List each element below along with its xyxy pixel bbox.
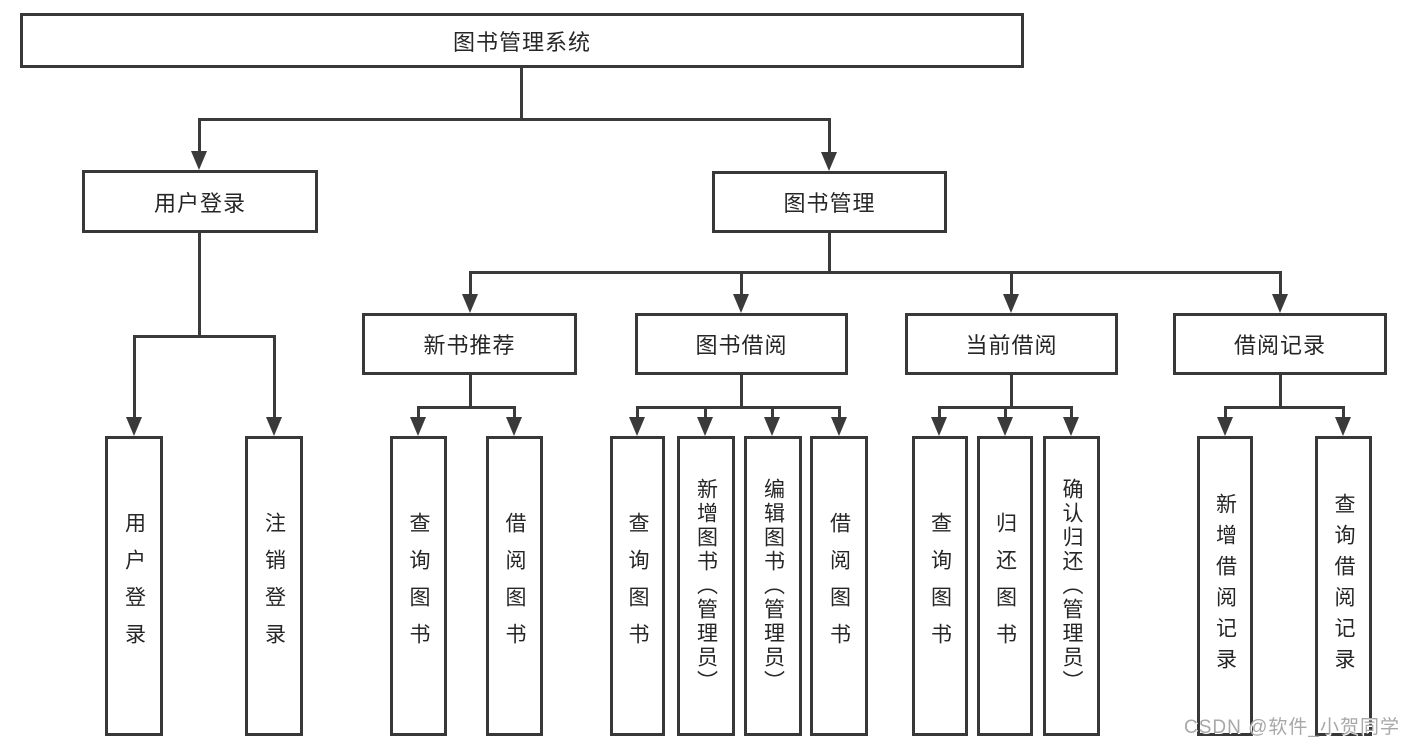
node-label: 用户登录 [122,512,146,660]
arrow-down-icon [821,152,837,171]
node-label: 用户登录 [153,190,246,216]
connector-line [513,406,516,418]
node-label: 借阅记录 [1233,333,1326,358]
arrow-down-icon [410,417,426,436]
connector-line [838,406,841,418]
connector-line [636,406,639,418]
connector-line [1342,406,1345,418]
node-label: 借阅图书 [503,512,526,660]
node-current-borrowing: 当前借阅 [905,313,1118,375]
connector-line [1279,271,1282,295]
arrow-down-icon [506,417,522,436]
node-label: 新增借阅记录 [1213,493,1237,679]
connector-line [1010,375,1013,409]
connector-line [198,118,831,121]
arrow-down-icon [997,417,1013,436]
leaf-add-books-admin: 新增图书（管理员） [677,436,735,736]
node-label: 查询图书 [928,512,952,660]
connector-line [1070,406,1073,418]
node-label: 图书管理系统 [452,29,591,55]
connector-line [417,406,420,418]
node-label: 查询图书 [407,512,430,660]
node-label: 归还图书 [993,512,1017,660]
connector-line [520,68,523,118]
node-label: 新书推荐 [423,333,516,358]
arrow-down-icon [1335,417,1351,436]
arrow-down-icon [1217,417,1233,436]
connector-line [1224,406,1227,418]
connector-line [636,406,841,409]
connector-line [828,233,831,274]
node-label: 编辑图书（管理员） [761,478,785,694]
connector-line [469,375,472,409]
connector-line [133,335,136,418]
arrow-down-icon [266,417,282,436]
node-new-book-recommend: 新书推荐 [362,313,577,375]
csdn-watermark: CSDN @软件_小贺同学 [1184,717,1400,738]
connector-line [771,406,774,418]
node-label: 新增图书（管理员） [694,478,718,694]
arrow-down-icon [191,151,207,170]
leaf-borrow-books: 借阅图书 [810,436,868,736]
connector-line [469,271,472,295]
node-label: 注销登录 [262,512,286,660]
connector-line [469,271,1282,274]
connector-line [828,118,831,152]
arrow-down-icon [1272,294,1288,313]
node-label: 图书管理 [783,191,876,216]
node-label: 当前借阅 [965,333,1058,358]
leaf-user-login: 用户登录 [105,436,163,736]
leaf-query-books-recommend: 查询图书 [390,436,447,736]
arrow-down-icon [733,294,749,313]
node-label: 借阅图书 [827,512,851,660]
leaf-add-borrow-record: 新增借阅记录 [1197,436,1253,736]
arrow-down-icon [831,417,847,436]
connector-line [740,271,743,295]
arrow-down-icon [1063,417,1079,436]
node-borrowing-records: 借阅记录 [1173,313,1387,375]
node-label: 查询借阅记录 [1332,493,1355,679]
node-book-management: 图书管理 [712,171,947,233]
connector-line [1004,406,1007,418]
arrow-down-icon [697,417,713,436]
arrow-down-icon [629,417,645,436]
node-label: 确认归还（管理员） [1060,478,1083,694]
leaf-query-borrow-record: 查询借阅记录 [1315,436,1372,736]
connector-line [938,406,941,418]
leaf-logout: 注销登录 [245,436,303,736]
node-root-library-management-system: 图书管理系统 [20,13,1024,68]
connector-line [740,375,743,409]
node-user-login: 用户登录 [82,170,318,233]
node-label: 图书借阅 [695,333,788,358]
node-book-borrowing: 图书借阅 [635,313,848,375]
leaf-confirm-return-admin: 确认归还（管理员） [1043,436,1100,736]
connector-line [273,335,276,418]
arrow-down-icon [1003,294,1019,313]
connector-line [133,335,276,338]
connector-line [198,233,201,335]
arrow-down-icon [931,417,947,436]
arrow-down-icon [764,417,780,436]
connector-line [198,118,201,152]
connector-line [704,406,707,418]
leaf-edit-books-admin: 编辑图书（管理员） [744,436,802,736]
connector-line [1279,375,1282,409]
leaf-return-books: 归还图书 [977,436,1033,736]
node-label: 查询图书 [626,512,649,660]
arrow-down-icon [462,294,478,313]
connector-line [1224,406,1344,409]
connector-line [417,406,516,409]
leaf-query-books-current: 查询图书 [912,436,968,736]
leaf-query-books-borrowing: 查询图书 [610,436,665,736]
leaf-borrow-books-recommend: 借阅图书 [486,436,543,736]
arrow-down-icon [126,417,142,436]
connector-line [1010,271,1013,295]
